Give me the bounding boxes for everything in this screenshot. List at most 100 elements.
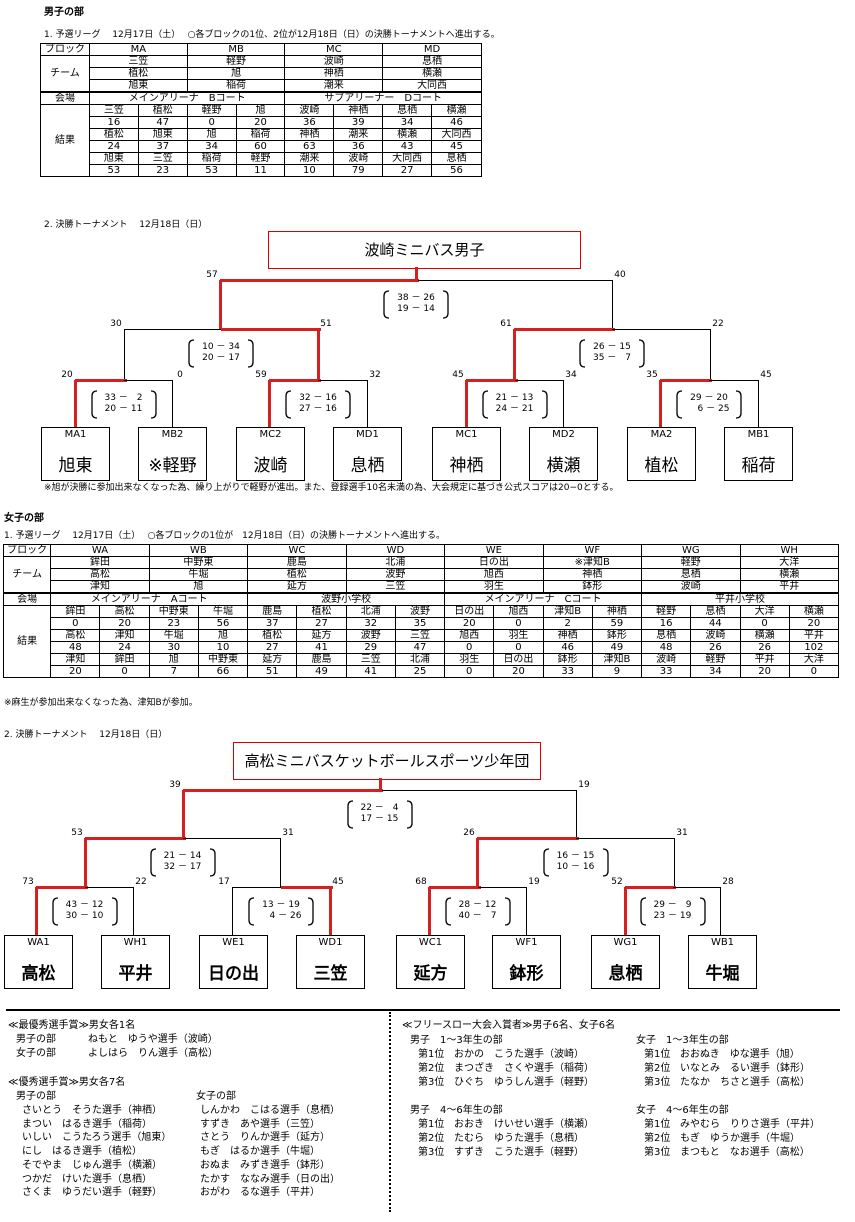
score-bracket-marks (90, 390, 157, 419)
result-score: 23 (148, 617, 199, 630)
result-team: 津知B (542, 605, 593, 618)
team-name: 平井 (118, 964, 153, 984)
venue-label: 会場 (40, 91, 90, 105)
freethrow-rank: 第3位 (644, 1147, 671, 1158)
team-name: 延方 (413, 964, 448, 984)
semi-right-drop (674, 838, 675, 888)
semi-score-detail-line1: 26 － 15 (593, 342, 631, 352)
team-cell: 潮来 (284, 79, 384, 93)
quarter-left-drop (35, 887, 38, 936)
result-score: 49 (296, 665, 347, 678)
team-cell: 牛堀 (148, 568, 249, 581)
result-score: 30 (148, 641, 199, 654)
result-team: 波崎 (284, 104, 335, 117)
result-score: 37 (247, 617, 298, 630)
score-bracket-marks (639, 897, 706, 926)
final-right-score: 40 (614, 270, 626, 280)
result-team: 牛堀 (148, 629, 199, 642)
quarter-left-bar (429, 886, 481, 889)
quarter-right-bar (123, 380, 173, 381)
result-team: 植松 (88, 128, 139, 141)
team-cell: 軽野 (186, 55, 286, 68)
quarter-right-bar (84, 887, 134, 888)
result-score: 0 (50, 617, 101, 630)
quarter-score-detail-line1: 43 － 12 (65, 900, 104, 910)
result-team: 旭 (197, 629, 249, 642)
quarter-right-bar (672, 887, 721, 888)
result-score: 0 (788, 665, 840, 678)
team-row: 高松牛堀植松波野旭西神栖息栖横瀬 (4, 568, 839, 581)
excellent-girls-item: しんかわ こはる選手（息栖） (200, 1105, 340, 1116)
boys-final-title: 2. 決勝トーナメント 12月18日（日） (44, 220, 208, 230)
excellent-girls-item: すずき あや選手（三笠） (200, 1118, 320, 1130)
result-team: 牛堀 (197, 605, 249, 618)
freethrow-rank: 第3位 (644, 1077, 671, 1088)
result-label: 結果 (40, 104, 90, 177)
result-team: 三笠 (345, 653, 396, 666)
block-header: MA (88, 43, 188, 56)
result-team: 大洋 (739, 605, 790, 618)
result-team: 鹿島 (247, 605, 298, 618)
semi-right-bar (182, 838, 281, 839)
team-name: 高松 (21, 964, 56, 984)
freethrow-name: たなか ちさと選手（高松） (680, 1077, 810, 1088)
result-team: 旭東 (137, 128, 188, 141)
quarter-right-score: 19 (528, 877, 540, 887)
team-code: WB1 (710, 937, 735, 948)
boys-prelim-title: 1. 予選リーグ 12月17日（土） ○各ブロックの1位、2位が12月18日（日… (44, 30, 500, 40)
result-team: 横瀬 (739, 629, 790, 642)
semi-right-score: 22 (712, 319, 724, 329)
mvp-title: ≪最優秀選手賞≫男女各1名 (8, 1020, 136, 1031)
team-name: 稲荷 (741, 456, 776, 476)
result-score: 0 (186, 116, 237, 129)
result-team-row: 高松津知牛堀旭植松延方波野三笠旭西羽生神栖鉢形息栖波崎横瀬平井 (4, 629, 840, 642)
result-score: 56 (197, 617, 249, 630)
result-score: 20 (235, 116, 286, 129)
quarter-right-bar (281, 886, 333, 889)
mvp-girls-label: 女子の部 (16, 1048, 56, 1059)
quarter-right-bar (514, 380, 564, 381)
result-score: 46 (542, 641, 593, 654)
quarter-left-drop (659, 380, 662, 428)
result-team: 津知 (50, 653, 101, 666)
result-team: 神栖 (591, 605, 643, 618)
result-score: 11 (235, 164, 286, 177)
excellent-boys-item: つかだ けいた選手（息栖） (22, 1173, 152, 1185)
freethrow-rank: 第1位 (418, 1119, 445, 1130)
final-left-bar (220, 279, 419, 282)
venue-cell: 平井小学校 (641, 592, 839, 606)
excellent-girls-item: もぎ はるか選手（牛堀） (200, 1146, 320, 1158)
result-team-row: 旭東三笠稲荷軽野潮来波崎大同西息栖 (41, 152, 482, 165)
semi-left-score: 26 (463, 828, 475, 838)
result-team: 息栖 (690, 605, 741, 618)
semi-score-detail-line2: 35 － 7 (592, 353, 632, 363)
final-score-detail-line1: 22 － 4 (360, 803, 399, 813)
result-team: 中野東 (197, 653, 249, 666)
result-team: 大同西 (431, 128, 482, 141)
team-cell: 横瀬 (739, 568, 839, 581)
awards-divider-vertical (389, 1012, 391, 1212)
result-team: 鹿島 (296, 653, 347, 666)
team-code: WG1 (613, 937, 638, 948)
semi-score-detail-line2: 32 － 17 (163, 862, 202, 872)
score-bracket-marks (676, 390, 742, 419)
mvp-girls-name: よしはら りん選手（高松） (88, 1048, 218, 1059)
quarter-left-bar (36, 886, 88, 889)
result-score: 29 (345, 641, 396, 654)
team-cell: 大洋 (739, 556, 839, 569)
result-team: 潮来 (333, 128, 384, 141)
score-bracket-marks (579, 339, 645, 368)
result-team: 潮来 (284, 152, 335, 165)
result-score: 43 (382, 140, 433, 153)
quarter-right-drop (526, 887, 527, 936)
result-team: 旭 (148, 653, 199, 666)
